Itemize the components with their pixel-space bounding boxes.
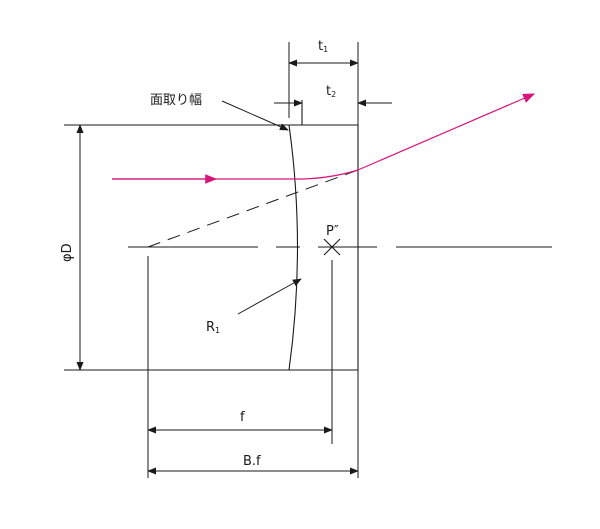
- diameter-label: φD: [60, 243, 75, 262]
- refracted-ray: [357, 93, 536, 171]
- chamfer-width-label: 面取り幅: [150, 93, 202, 108]
- virtual-ray-extension: [147, 169, 359, 248]
- back-focus-label: B.f: [243, 454, 261, 469]
- chamfer-leader: [221, 100, 289, 131]
- principal-point-marker: [323, 238, 341, 256]
- light-ray: [112, 93, 536, 184]
- radius-leader: [237, 278, 302, 315]
- t2-label: t2: [326, 84, 336, 99]
- leader-lines: [221, 100, 302, 315]
- lens-body: [288, 100, 359, 371]
- ray-inside-lens: [302, 169, 359, 180]
- dimension-lines: [76, 59, 392, 475]
- lens-concave-surface: [288, 124, 299, 371]
- principal-point-label: P″: [326, 224, 339, 239]
- extension-lines: [64, 42, 359, 478]
- focal-length-label: f: [240, 410, 245, 425]
- radius-label: R1: [206, 320, 220, 335]
- t1-label: t1: [318, 39, 328, 54]
